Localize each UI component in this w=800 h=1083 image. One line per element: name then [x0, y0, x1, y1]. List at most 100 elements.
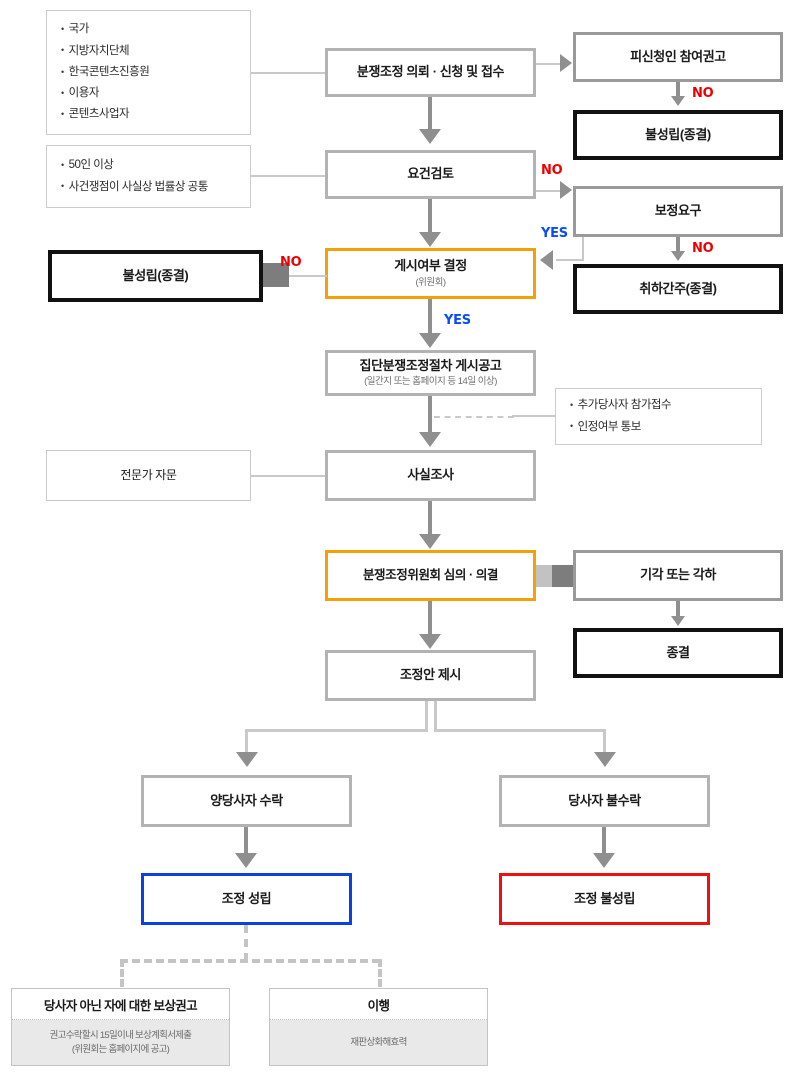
list-item: 한국콘텐츠진흥원 — [61, 62, 236, 83]
edge-label-no-correction: NO — [692, 241, 714, 256]
node-dismiss-or-reject[interactable]: 기각 또는 각하 — [573, 550, 783, 601]
connector-branch-right-bar — [434, 729, 605, 732]
additional-parties-box: 추가당사자 참가접수 인정여부 통보 — [555, 388, 762, 445]
connector-block-committee-dismiss-dark — [552, 565, 576, 587]
connector-dashed-right-down — [378, 959, 382, 987]
connector-committee-proposal — [428, 601, 432, 638]
node-expert-advice[interactable]: 전문가 자문 — [46, 450, 251, 501]
connector-branch-left-down — [245, 729, 248, 755]
connector-block-committee-dismiss-light — [536, 565, 552, 587]
arrow-down-icon — [236, 752, 258, 767]
node-public-notice[interactable]: 집단분쟁조정절차 게시공고 (일간지 또는 홈페이지 등 14일 이상) — [325, 350, 536, 396]
connector-proposal-split-right — [434, 701, 437, 731]
node-mediation-failed[interactable]: 조정 불성립 — [499, 873, 710, 925]
connector-review-posting — [428, 199, 432, 235]
node-title: 게시여부 결정 — [394, 258, 467, 274]
node-mediation-proposal[interactable]: 조정안 제시 — [325, 650, 536, 701]
node-title: 조정안 제시 — [399, 667, 461, 683]
box-compensation-recommend[interactable]: 당사자 아닌 자에 대한 보상권고 권고수락할시 15일이내 보상계획서제출 (… — [11, 988, 230, 1066]
node-title: 조정 불성립 — [573, 890, 635, 906]
node-mediation-established[interactable]: 조정 성립 — [141, 873, 352, 925]
connector-reject-failed — [602, 827, 606, 857]
edge-label-no-requirement: NO — [541, 163, 563, 178]
arrow-down-icon — [419, 129, 441, 144]
node-title: 보정요구 — [654, 203, 702, 219]
connector-investigation-committee — [428, 501, 432, 538]
connector-branch-left-bar — [245, 729, 428, 732]
node-both-accept[interactable]: 양당사자 수락 — [141, 775, 352, 827]
node-title: 조정 성립 — [221, 890, 272, 906]
node-title: 집단분쟁조정절차 게시공고 — [359, 357, 502, 373]
box-note-line2: (위원회는 홈페이지에 공고) — [71, 1043, 170, 1055]
node-fact-investigation[interactable]: 사실조사 — [325, 450, 536, 501]
arrow-down-icon — [419, 432, 441, 447]
arrow-down-icon — [671, 96, 685, 106]
list-item: 콘텐츠사업자 — [61, 104, 236, 125]
box-title: 당사자 아닌 자에 대한 보상권고 — [12, 989, 229, 1020]
box-note-line1: 재판상화해효력 — [350, 1036, 407, 1048]
list-item: 인정여부 통보 — [570, 417, 747, 438]
list-item: 50인 이상 — [61, 155, 236, 176]
node-title: 불성립(종결) — [645, 126, 711, 142]
node-title: 당사자 불수락 — [568, 792, 641, 808]
node-title: 기각 또는 각하 — [640, 567, 716, 583]
list-item: 이용자 — [61, 83, 236, 104]
connector-established-dashed-bar — [120, 959, 380, 963]
node-title: 피신청인 참여권고 — [630, 48, 726, 64]
list-item: 사건쟁점이 사실상 법률상 공통 — [61, 177, 236, 198]
node-title: 사실조사 — [407, 467, 454, 483]
node-respondent-recommend[interactable]: 피신청인 참여권고 — [573, 32, 783, 82]
connector-dashed-left-down — [120, 959, 124, 987]
connector-dismiss-closure — [676, 601, 680, 618]
node-fail-close-top[interactable]: 불성립(종결) — [573, 110, 783, 160]
node-title: 양당사자 수락 — [210, 792, 283, 808]
edge-label-no-respondent: NO — [692, 86, 714, 101]
connector-notice-investigation — [428, 396, 432, 436]
box-note-line1: 권고수락할시 15일이내 보상계획서제출 — [49, 1029, 192, 1041]
node-intake[interactable]: 분쟁조정 의뢰 · 신청 및 접수 — [325, 48, 536, 97]
connector-accept-established — [244, 827, 248, 857]
node-party-reject[interactable]: 당사자 불수락 — [499, 775, 710, 827]
node-title: 종결 — [666, 644, 690, 660]
node-committee-deliberation[interactable]: 분쟁조정위원회 심의 · 의결 — [325, 550, 536, 601]
connector-additional-parties — [434, 416, 514, 418]
node-subtitle: (일간지 또는 홈페이지 등 14일 이상) — [364, 376, 497, 388]
list-item: 국가 — [61, 19, 236, 40]
connector-review-correction — [536, 190, 564, 192]
requirements-list-box: 50인 이상 사건쟁점이 사실상 법률상 공통 — [46, 145, 251, 208]
edge-label-no-posting: NO — [280, 255, 302, 270]
arrow-down-icon — [419, 333, 441, 348]
edge-label-yes-posting: YES — [444, 313, 471, 328]
connector-correction-yes-vertical — [582, 237, 584, 261]
arrow-down-icon — [593, 853, 615, 868]
node-correction-request[interactable]: 보정요구 — [573, 186, 783, 237]
connector-posting-notice — [428, 299, 432, 337]
arrow-down-icon — [419, 232, 441, 247]
node-withdrawal-deemed[interactable]: 취하간주(종결) — [573, 264, 783, 314]
arrow-down-icon — [419, 534, 441, 549]
arrow-right-icon — [560, 181, 572, 199]
arrow-down-icon — [419, 634, 441, 649]
node-title: 불성립(종결) — [122, 267, 189, 283]
node-fail-close-left[interactable]: 불성립(종결) — [48, 250, 263, 302]
connector-additional-parties-tail — [512, 415, 556, 417]
arrow-right-icon — [560, 54, 572, 72]
node-subtitle: (위원회) — [415, 276, 446, 288]
connector-correction-withdrawal — [676, 237, 680, 254]
arrow-left-icon — [540, 250, 553, 270]
connector-intake-review — [428, 97, 432, 133]
connector-intake-respondent — [536, 63, 564, 65]
list-item: 지방자치단체 — [61, 41, 236, 62]
node-posting-decision[interactable]: 게시여부 결정 (위원회) — [325, 248, 536, 299]
node-closure[interactable]: 종결 — [573, 628, 783, 678]
node-requirement-review[interactable]: 요건검토 — [325, 150, 536, 199]
box-fulfillment[interactable]: 이행 재판상화해효력 — [269, 988, 488, 1066]
applicants-list-box: 국가 지방자치단체 한국콘텐츠진흥원 이용자 콘텐츠사업자 — [46, 10, 251, 135]
connector-respondent-fail — [676, 82, 680, 99]
node-title: 요건검토 — [407, 166, 454, 182]
node-title: 분쟁조정위원회 심의 · 의결 — [362, 567, 499, 582]
list-item: 추가당사자 참가접수 — [570, 395, 747, 416]
node-title: 취하간주(종결) — [639, 280, 717, 296]
edge-label-yes-correction: YES — [541, 226, 568, 241]
